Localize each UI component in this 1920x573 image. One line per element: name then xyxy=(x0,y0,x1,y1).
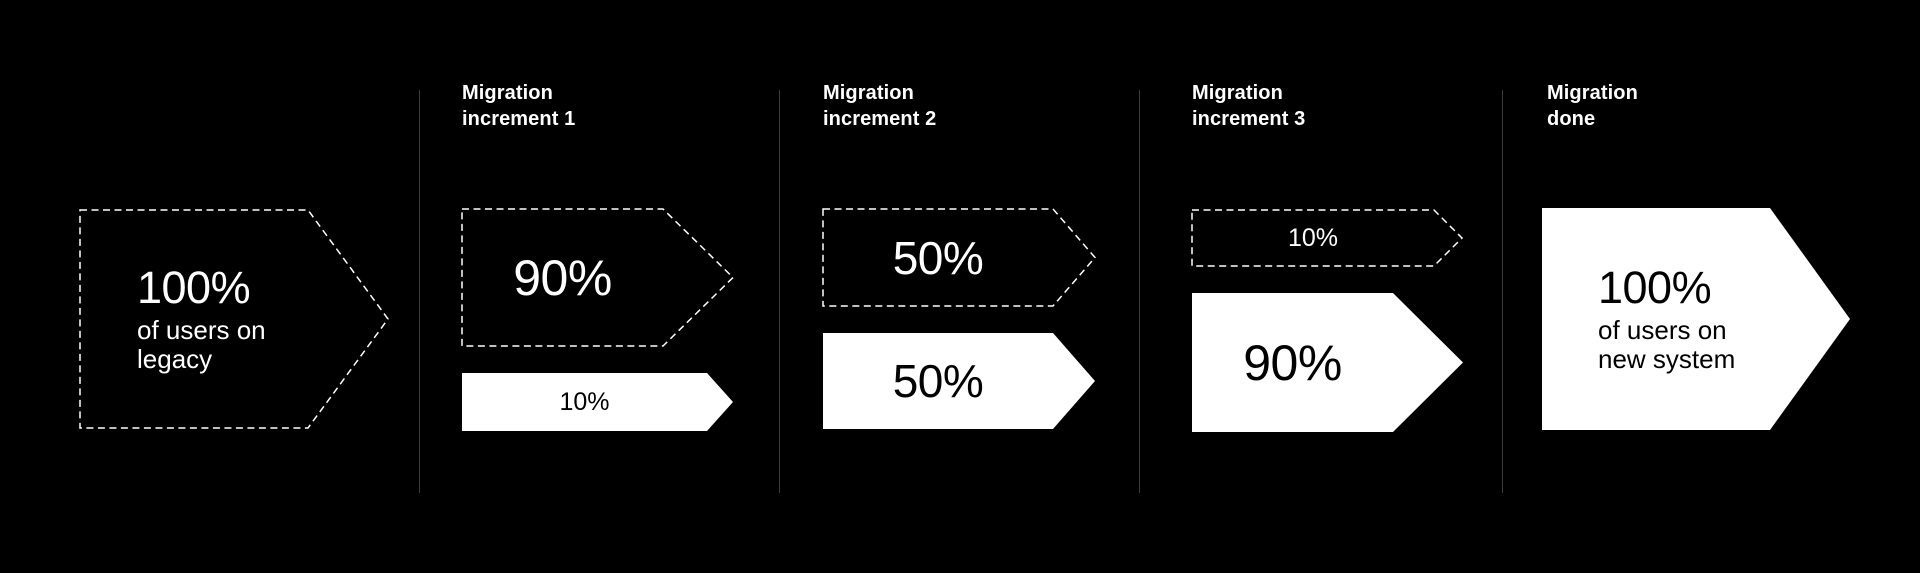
share-value-label: 100% xyxy=(137,262,251,313)
column-divider xyxy=(779,90,780,493)
new-system-share-text: 100% of users on new system xyxy=(1542,208,1850,430)
solid-arrow-icon xyxy=(823,333,1095,429)
legacy-share-shape: 10% xyxy=(1191,209,1464,267)
migrated-share-shape: 50% xyxy=(823,333,1095,429)
share-value-label: 10% xyxy=(559,387,610,416)
migrated-share-shape: 100% of users on new system xyxy=(1542,208,1850,430)
stage-heading-increment-3: Migration increment 3 xyxy=(1192,82,1306,130)
migrated-share-shape: 90% xyxy=(1192,293,1463,432)
share-value-label: 50% xyxy=(892,355,984,407)
share-value-label: 10% xyxy=(1287,223,1339,252)
share-value-label: 100% xyxy=(1598,262,1712,313)
share-value-label: 90% xyxy=(513,249,612,306)
stage-heading-increment-2: Migration increment 2 xyxy=(823,82,937,130)
solid-arrow-icon xyxy=(462,373,733,431)
dashed-arrow-outline-icon xyxy=(822,208,1096,307)
column-divider xyxy=(419,90,420,493)
migrated-share-shape: 10% xyxy=(462,373,733,431)
legacy-share-shape: 50% xyxy=(822,208,1096,307)
stage-heading-done: Migration done xyxy=(1547,82,1638,130)
share-caption: of users on legacy xyxy=(137,315,266,374)
legacy-share-shape: 100% of users on legacy xyxy=(79,209,389,429)
legacy-share-text: 100% of users on legacy xyxy=(80,210,388,428)
column-divider xyxy=(1502,90,1503,493)
share-caption: of users on new system xyxy=(1598,315,1736,374)
dashed-arrow-outline-icon xyxy=(461,208,735,347)
share-value-label: 90% xyxy=(1243,334,1342,391)
dashed-arrow-outline-icon xyxy=(79,209,389,429)
stage-heading-increment-1: Migration increment 1 xyxy=(462,82,576,130)
share-value-label: 50% xyxy=(892,231,984,284)
legacy-share-shape: 90% xyxy=(461,208,735,347)
column-divider xyxy=(1139,90,1140,493)
dashed-arrow-outline-icon xyxy=(1191,209,1464,267)
